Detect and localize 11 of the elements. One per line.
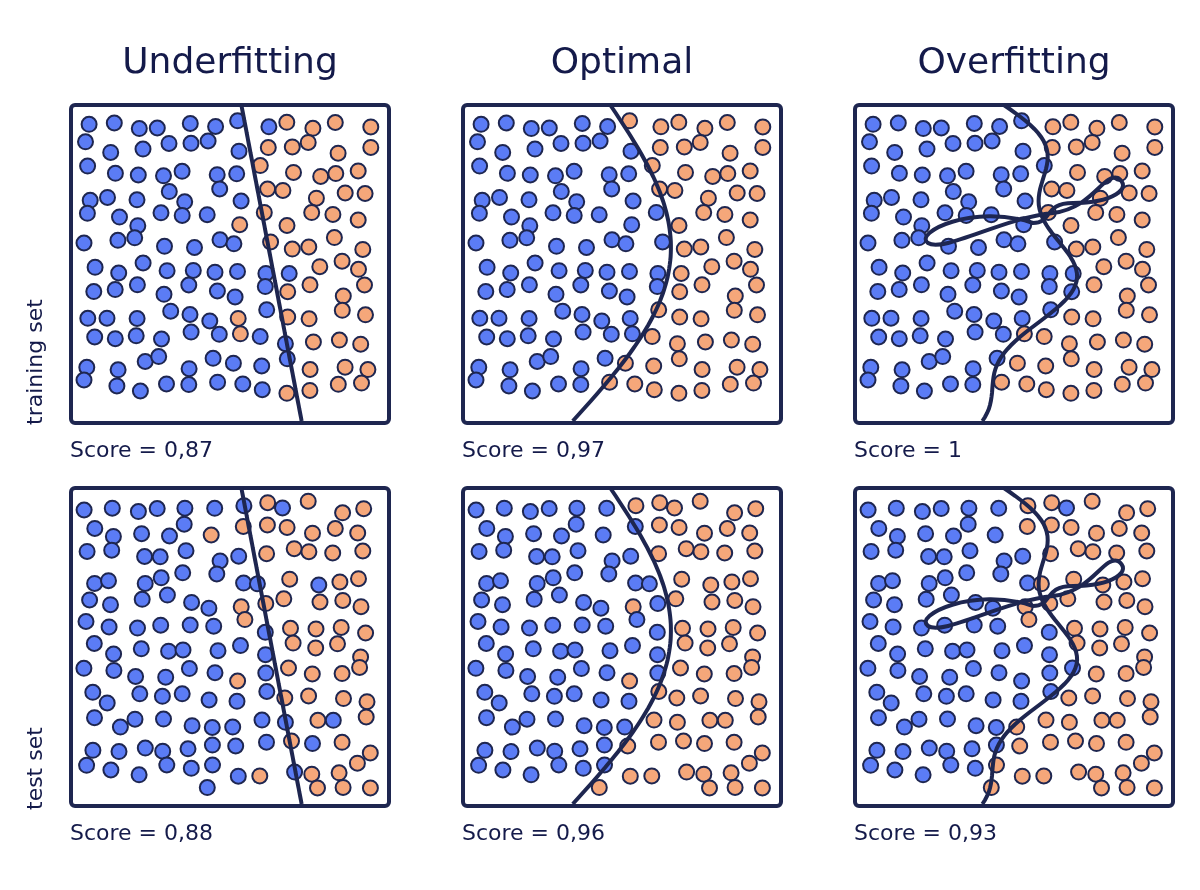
score-label: Score = 0,88	[70, 820, 214, 845]
column-title: Underfitting	[121, 40, 339, 81]
score-label: Score = 0,93	[854, 820, 998, 845]
score-label: Score = 0,97	[462, 437, 606, 462]
score-label: Score = 0,96	[462, 820, 606, 845]
column-title: Optimal	[549, 40, 695, 81]
row-label: test set	[22, 727, 47, 810]
score-label: Score = 0,87	[70, 437, 214, 462]
row-label: training set	[22, 299, 47, 425]
column-title: Overfitting	[916, 40, 1112, 81]
score-label: Score = 1	[854, 437, 963, 462]
